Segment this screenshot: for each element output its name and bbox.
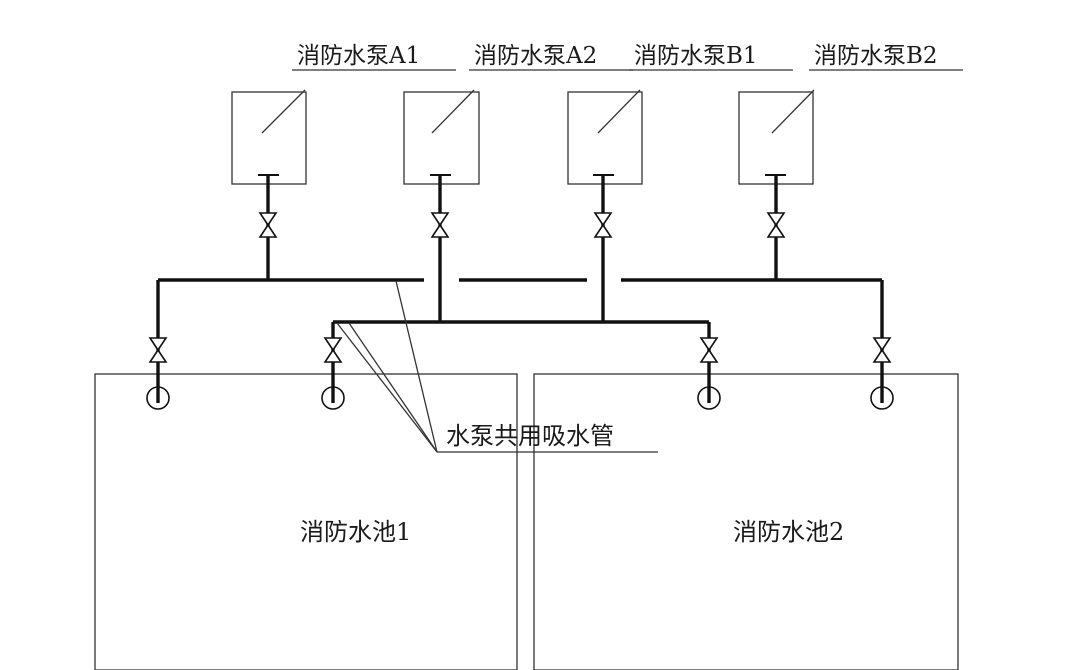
suction-drops [156,280,884,398]
tank-1-label: 消防水池1 [300,518,411,546]
shared-suction-pipe-leaders [336,280,658,453]
shared-suction-pipe-label: 水泵共用吸水管 [446,422,614,450]
tank-valves [148,337,892,363]
fire-water-tank-2 [533,373,959,670]
fire-water-tank-1 [94,373,518,670]
fire-pump-a2 [403,91,480,185]
tank-2-label: 消防水池2 [733,518,844,546]
pump-b2-label: 消防水泵B2 [814,43,938,69]
suction-inlets [146,386,894,410]
fire-pump-b1 [567,91,643,185]
pump-valves [258,212,786,238]
pump-suction-risers [266,175,778,322]
pump-a1-label: 消防水泵A1 [297,43,420,69]
pump-label-leaders [261,69,963,134]
fire-pump-a1 [231,91,307,185]
pump-a2-label: 消防水泵A2 [474,43,597,69]
pump-b1-label: 消防水泵B1 [634,43,758,69]
fire-pump-b2 [738,91,814,185]
